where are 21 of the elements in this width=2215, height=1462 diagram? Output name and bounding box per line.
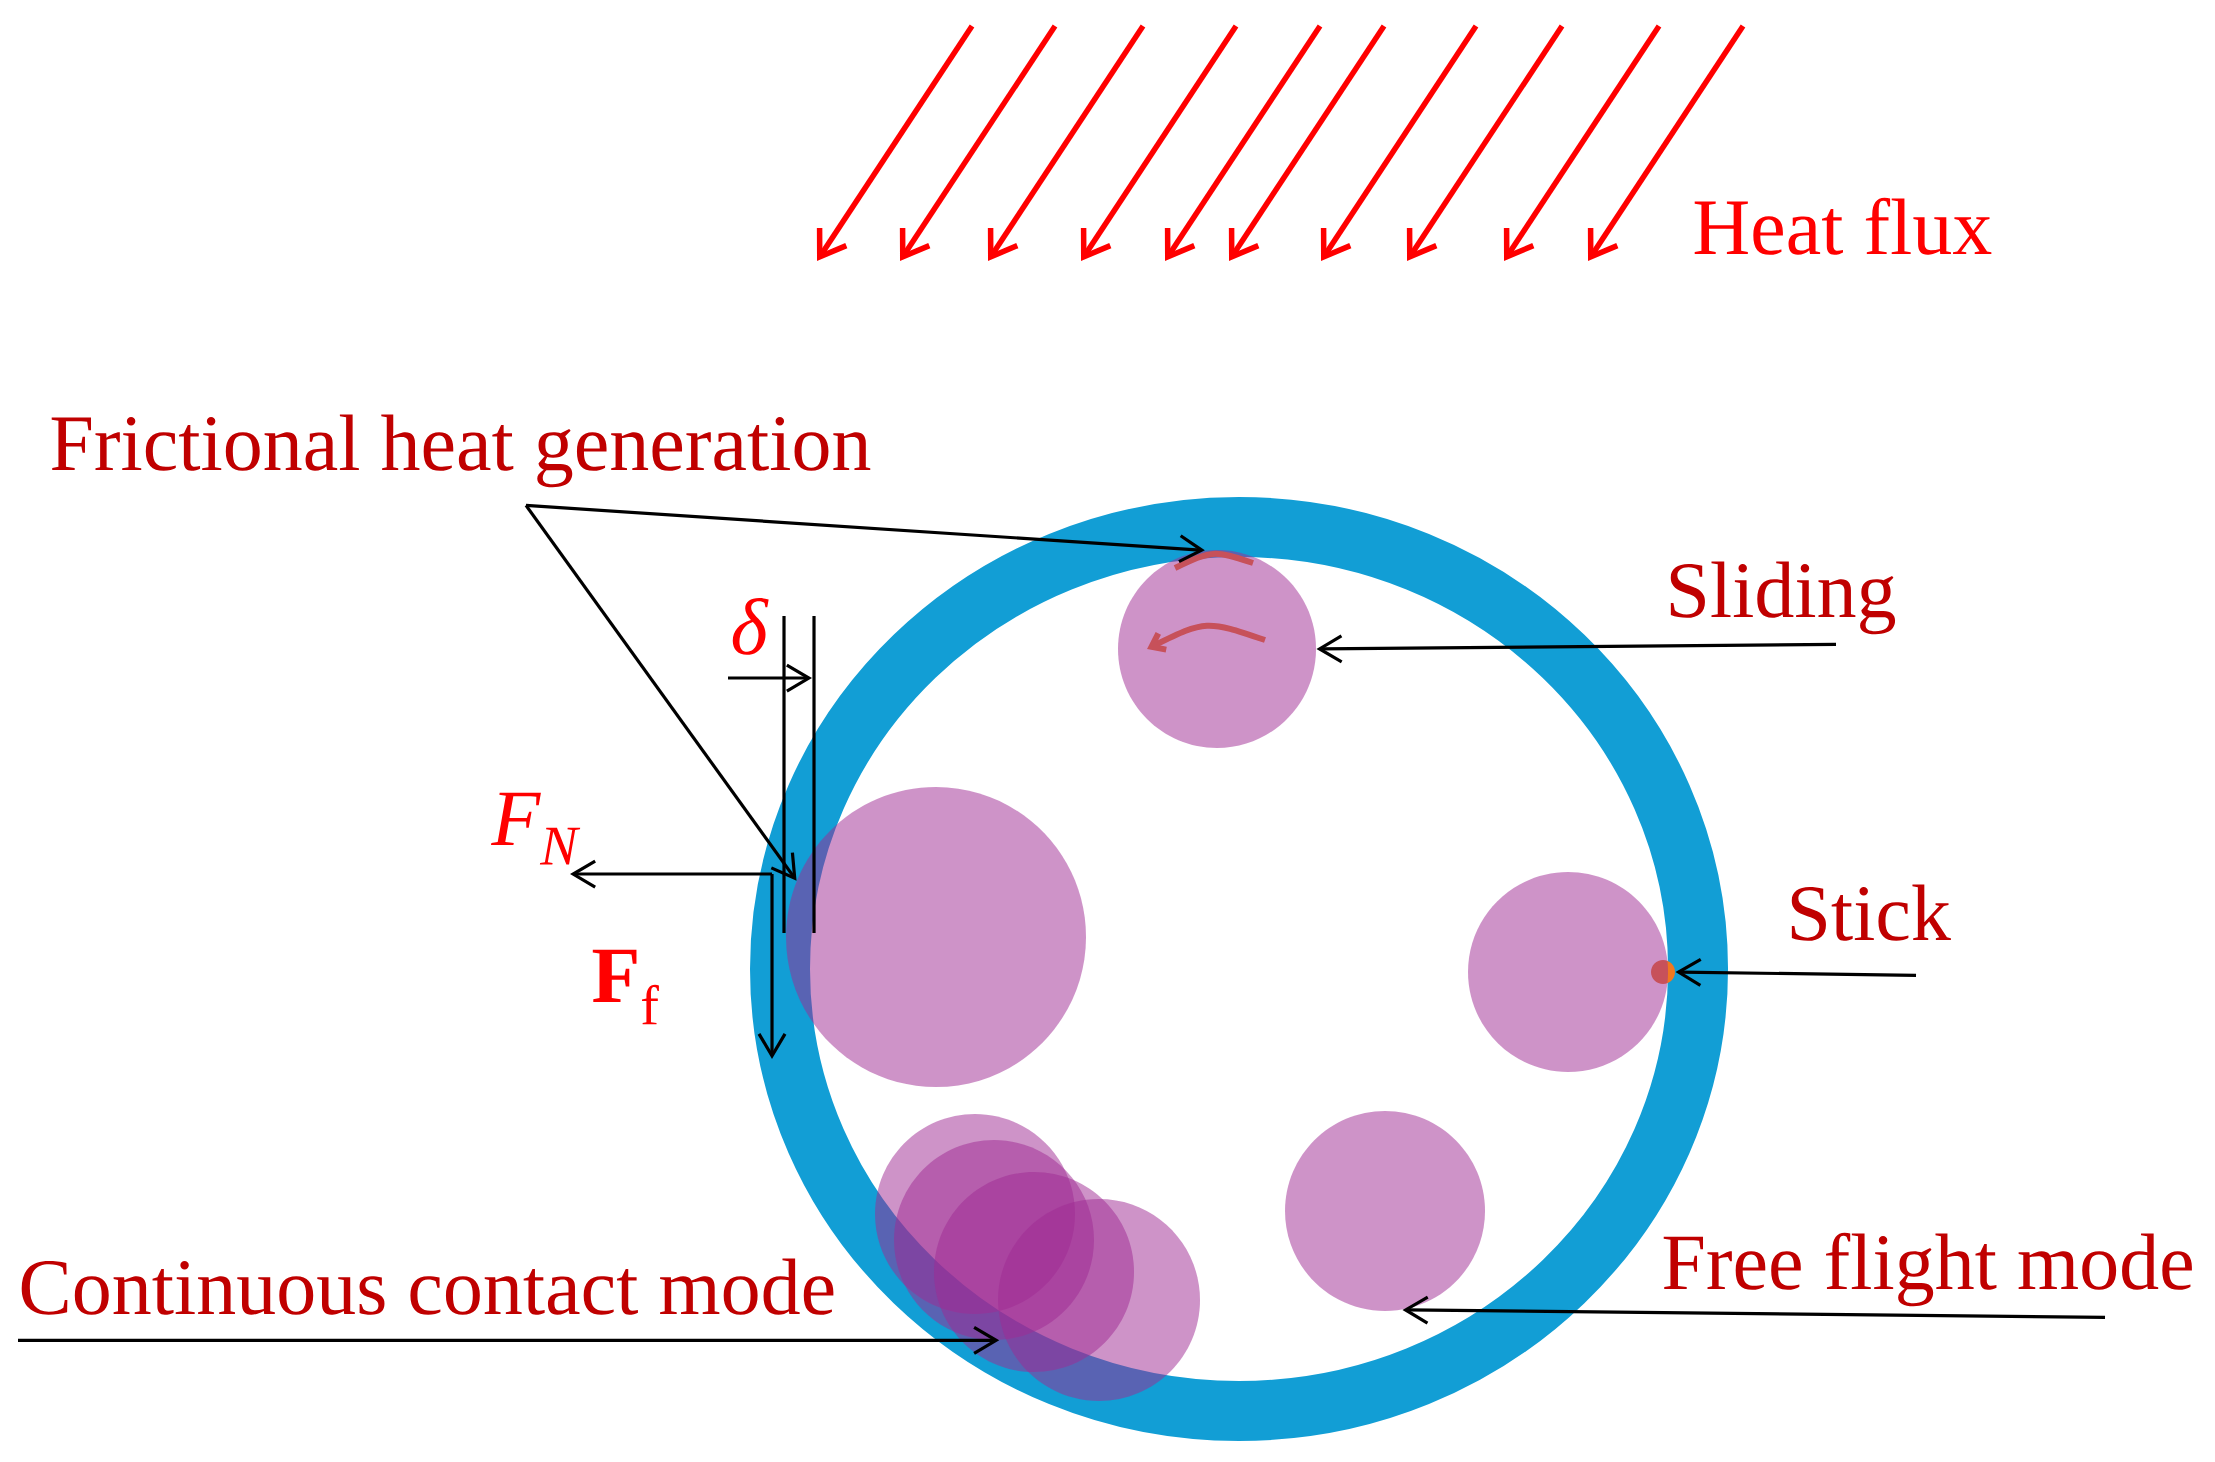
leader-line xyxy=(18,1325,1000,1355)
callout-label: Frictional heat generation xyxy=(51,414,871,488)
contact-dot xyxy=(1651,960,1676,984)
label: Heat flux xyxy=(1694,197,1992,255)
leader-line xyxy=(524,504,797,881)
callout-label: Stick xyxy=(1791,884,1951,941)
callout-label: Free flight mode xyxy=(1663,1232,2192,1307)
leader-line xyxy=(525,503,1205,564)
leader-line xyxy=(1675,958,1917,987)
particle xyxy=(998,1199,1200,1401)
callout-label: Continuous contact mode xyxy=(21,1258,834,1315)
leader-line xyxy=(1402,1295,2106,1325)
particle xyxy=(1118,550,1316,748)
label: δ xyxy=(732,598,769,655)
leader-line xyxy=(1316,634,1837,664)
label: F$_{N}$ xyxy=(490,792,581,865)
label: F$_{f}$ xyxy=(592,949,659,1025)
particle xyxy=(786,787,1086,1087)
callout-label: Sliding xyxy=(1670,561,1896,635)
particle xyxy=(1468,872,1668,1072)
particle xyxy=(1285,1111,1485,1311)
